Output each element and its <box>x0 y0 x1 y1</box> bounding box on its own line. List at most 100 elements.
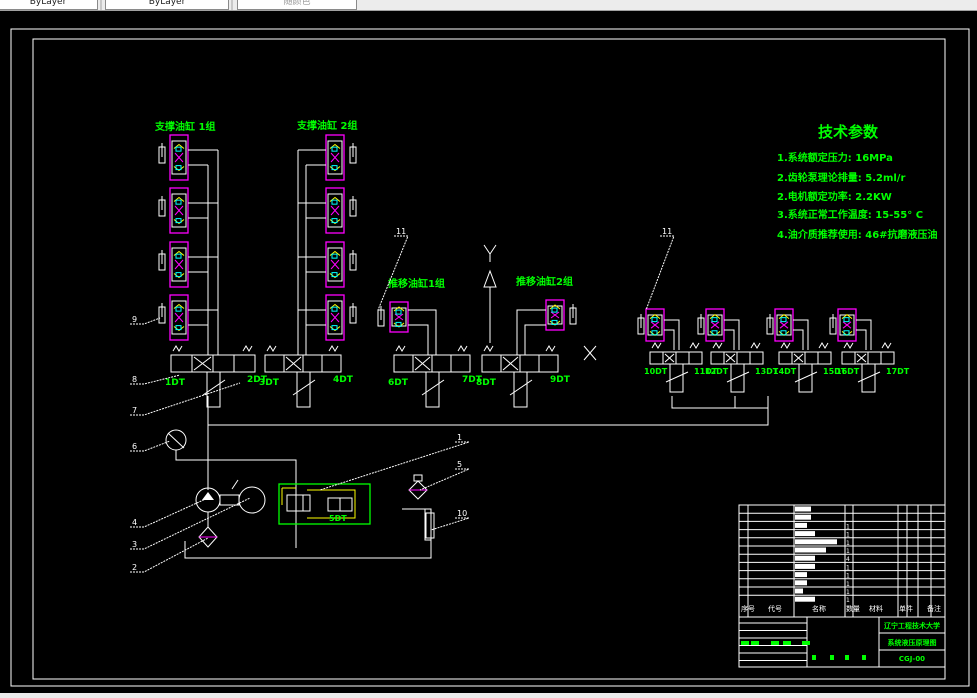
tech-param-item: 3.系统正常工作温度: 15-55° C <box>777 208 923 221</box>
tech-param-item: 2.齿轮泵理论排量: 5.2ml/r <box>777 171 905 184</box>
title-block-header: 备注 <box>927 604 941 613</box>
outer-border <box>10 28 970 687</box>
hydraulic-lock-valve <box>169 187 189 234</box>
tech-params-title: 技术参数 <box>818 123 879 141</box>
solenoid-label: 12DT <box>705 367 729 376</box>
hydraulic-schematic: 技术参数 1.系统额定压力: 16MPa 2.齿轮泵理论排量: 5.2ml/r … <box>10 28 970 687</box>
hydraulic-lock-valve <box>545 299 565 331</box>
solenoid-label: 16DT <box>836 367 860 376</box>
solenoid-label: 9DT <box>550 375 571 385</box>
hydraulic-lock-valve <box>705 308 725 342</box>
title-block-header: 序号 <box>741 604 755 613</box>
title-block-header: 代号 <box>768 604 782 613</box>
inner-border <box>32 38 946 680</box>
callout-label: 2 <box>132 563 137 572</box>
callout-label: 11 <box>396 227 406 236</box>
solenoid-label: 8DT <box>476 378 497 388</box>
y-axis-indicator <box>483 244 497 343</box>
suction-filter <box>198 512 218 548</box>
svg-text:1: 1 <box>846 523 850 530</box>
callout-label: 10 <box>457 509 467 518</box>
directional-valve: 3DT 4DT <box>259 345 354 408</box>
svg-text:1: 1 <box>846 540 850 547</box>
group-label-support-1: 支撑油缸 1组 <box>154 120 215 133</box>
solenoid-label: 6DT <box>388 378 409 388</box>
lineweight-dropdown[interactable]: ByLayer <box>105 0 229 10</box>
solenoid-label: 14DT <box>773 367 797 376</box>
callout-label: 6 <box>132 442 137 451</box>
toolbar-separator <box>231 0 233 10</box>
svg-text:1: 1 <box>846 564 850 571</box>
hydraulic-lock-valve <box>389 301 409 333</box>
x-axis-indicator <box>583 345 597 361</box>
callout-label: 9 <box>132 315 137 324</box>
svg-text:1: 1 <box>846 581 850 588</box>
solenoid-label: 15DT <box>823 367 847 376</box>
drawing-canvas[interactable]: 技术参数 1.系统额定压力: 16MPa 2.齿轮泵理论排量: 5.2ml/r … <box>0 11 977 693</box>
group-label-leveling-1: 推移油缸1组 <box>388 277 445 290</box>
air-breather <box>402 474 435 541</box>
title-block-header: 材料 <box>869 604 883 613</box>
callout-label: 7 <box>132 406 137 415</box>
svg-text:4: 4 <box>846 556 850 563</box>
coupling <box>219 479 240 506</box>
single-cylinder-units <box>377 299 872 355</box>
branch-line <box>671 396 768 409</box>
tech-param-item: 2.电机额定功率: 2.2KW <box>777 190 892 203</box>
hydraulic-lock-valve <box>325 134 345 181</box>
directional-valve: 14DT 15DT <box>773 342 847 393</box>
relief-valve-block: 5DT <box>278 483 371 525</box>
solenoid-label: 17DT <box>886 367 910 376</box>
electric-motor <box>238 486 266 514</box>
hydraulic-lock-valve <box>837 308 857 342</box>
callout-label: 11 <box>662 227 672 236</box>
toolbar-separator <box>100 0 102 10</box>
callout-label: 1 <box>457 433 462 442</box>
svg-text:1: 1 <box>846 597 850 604</box>
title-block: 1111411111序号代号名称数量材料单件备注辽宁工程技术大学系统液压原理图C… <box>738 504 946 668</box>
drawing-name: 系统液压原理图 <box>888 638 937 647</box>
svg-text:1: 1 <box>846 532 850 539</box>
svg-text:1: 1 <box>846 589 850 596</box>
hydraulic-lock-valve <box>645 308 665 342</box>
group-label-support-2: 支撑油缸 2组 <box>296 119 357 132</box>
svg-text:1: 1 <box>846 548 850 555</box>
title-block-header: 单件 <box>899 604 913 613</box>
pressure-gauge <box>165 429 187 451</box>
directional-valve: 16DT 17DT <box>836 342 910 393</box>
solenoid-label: 10DT <box>644 367 668 376</box>
return-line <box>184 540 432 559</box>
callout-label: 3 <box>132 540 137 549</box>
directional-valve: 1DT 2DT <box>165 345 268 408</box>
hydraulic-lock-valve <box>774 308 794 342</box>
group-label-leveling-2: 推移油缸2组 <box>516 275 573 288</box>
callout-label: 4 <box>132 518 137 527</box>
hydraulic-lock-valve <box>169 294 189 341</box>
solenoid-label: 3DT <box>259 378 280 388</box>
gear-pump <box>195 487 221 513</box>
pressure-line <box>207 396 769 426</box>
hydraulic-lock-valve <box>325 294 345 341</box>
gauge-line <box>175 425 297 548</box>
drawing-number: CGJ-00 <box>899 655 925 663</box>
solenoid-label-5dt: 5DT <box>329 514 347 523</box>
tech-params-block: 技术参数 1.系统额定压力: 16MPa 2.齿轮泵理论排量: 5.2ml/r … <box>777 123 938 241</box>
svg-text:1: 1 <box>846 573 850 580</box>
support-cylinder-group-1 <box>158 134 219 355</box>
solenoid-label: 1DT <box>165 378 186 388</box>
school-name: 辽宁工程技术大学 <box>884 621 940 630</box>
tech-param-item: 1.系统额定压力: 16MPa <box>777 151 893 164</box>
hydraulic-lock-valve <box>325 187 345 234</box>
hydraulic-lock-valve <box>169 134 189 181</box>
solenoid-label: 4DT <box>333 375 354 385</box>
callout-label: 5 <box>457 460 462 469</box>
solenoid-label: 2DT <box>247 375 268 385</box>
plotstyle-dropdown[interactable]: 随颜色 <box>237 0 357 10</box>
hydraulic-lock-valve <box>169 241 189 288</box>
linetype-dropdown[interactable]: ByLayer <box>0 0 98 10</box>
